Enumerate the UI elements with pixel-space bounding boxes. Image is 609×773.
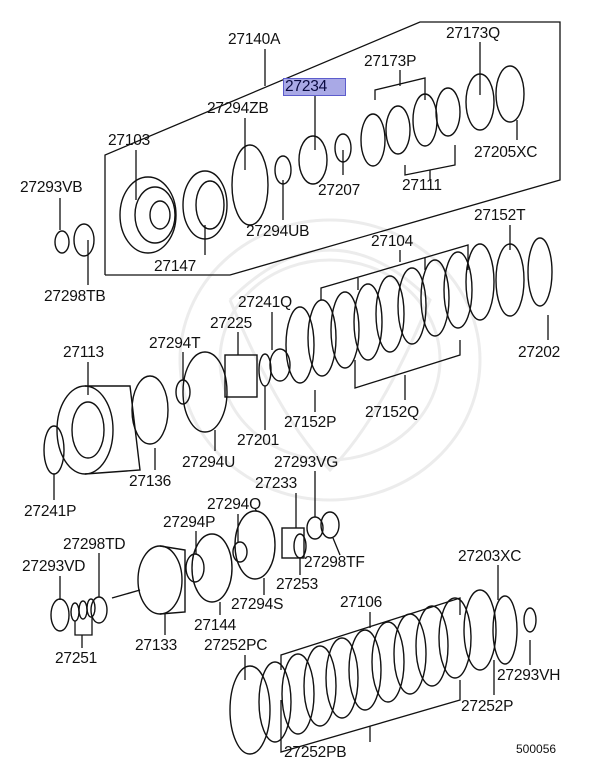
part-label-27234-highlighted[interactable]: 27234 [283,78,347,96]
part-label-27293VH[interactable]: 27293VH [497,667,561,684]
clutch-pack-27104 [285,237,553,384]
part-label-27207[interactable]: 27207 [318,182,361,199]
part-label-27293VD[interactable]: 27293VD [22,558,86,575]
part-label-27253[interactable]: 27253 [276,576,319,593]
part-label-27251[interactable]: 27251 [55,650,98,667]
part-label-27241Q[interactable]: 27241Q [238,294,292,311]
part-label-27152Q[interactable]: 27152Q [365,404,419,421]
part-label-27298TB[interactable]: 27298TB [44,288,106,305]
drum-27133 [111,545,186,615]
watermark-logo [178,218,482,502]
part-label-27203XC[interactable]: 27203XC [458,548,522,565]
part-label-27147[interactable]: 27147 [154,258,197,275]
part-label-27152P[interactable]: 27152P [284,414,337,431]
piston-27147 [182,170,228,240]
part-label-27233[interactable]: 27233 [255,475,298,492]
part-label-27294Q[interactable]: 27294Q [207,496,261,513]
part-label-27103[interactable]: 27103 [108,132,151,149]
part-label-27136[interactable]: 27136 [129,473,172,490]
part-label-27294ZB[interactable]: 27294ZB [207,100,269,117]
part-label-27104[interactable]: 27104 [371,233,414,250]
part-label-27201[interactable]: 27201 [237,432,280,449]
clutch-pack-27106 [229,589,537,755]
part-label-27294P[interactable]: 27294P [163,514,216,531]
part-label-27205XC[interactable]: 27205XC [474,144,538,161]
part-label-27152T[interactable]: 27152T [474,207,526,224]
part-label-27144[interactable]: 27144 [194,617,237,634]
part-label-27173P[interactable]: 27173P [364,53,417,70]
part-label-27293VG[interactable]: 27293VG [274,454,339,471]
part-label-27225[interactable]: 27225 [210,315,253,332]
part-label-27252PC[interactable]: 27252PC [204,637,268,654]
part-label-27106[interactable]: 27106 [340,594,383,611]
drum-27113 [56,385,141,475]
part-label-27298TD[interactable]: 27298TD [63,536,126,553]
part-label-27140A[interactable]: 27140A [228,31,281,48]
part-label-27113[interactable]: 27113 [63,344,104,361]
part-label-27241P[interactable]: 27241P [24,503,77,520]
part-label-27298TF[interactable]: 27298TF [304,554,365,571]
part-label-27294T[interactable]: 27294T [149,335,201,352]
part-label-27294U[interactable]: 27294U [182,454,236,471]
part-label-27293VB[interactable]: 27293VB [20,179,83,196]
drum-27103 [119,176,177,254]
part-label-27294S[interactable]: 27294S [231,596,284,613]
part-label-27173Q[interactable]: 27173Q [446,25,500,42]
document-id: 500056 [516,742,557,756]
part-label-27133[interactable]: 27133 [135,637,178,654]
part-label-27294UB[interactable]: 27294UB [246,223,310,240]
part-label-27111[interactable]: 27111 [402,177,442,194]
part-label-27202[interactable]: 27202 [518,344,561,361]
part-label-27252P[interactable]: 27252P [461,698,514,715]
part-label-27252PB[interactable]: 27252PB [284,744,347,761]
